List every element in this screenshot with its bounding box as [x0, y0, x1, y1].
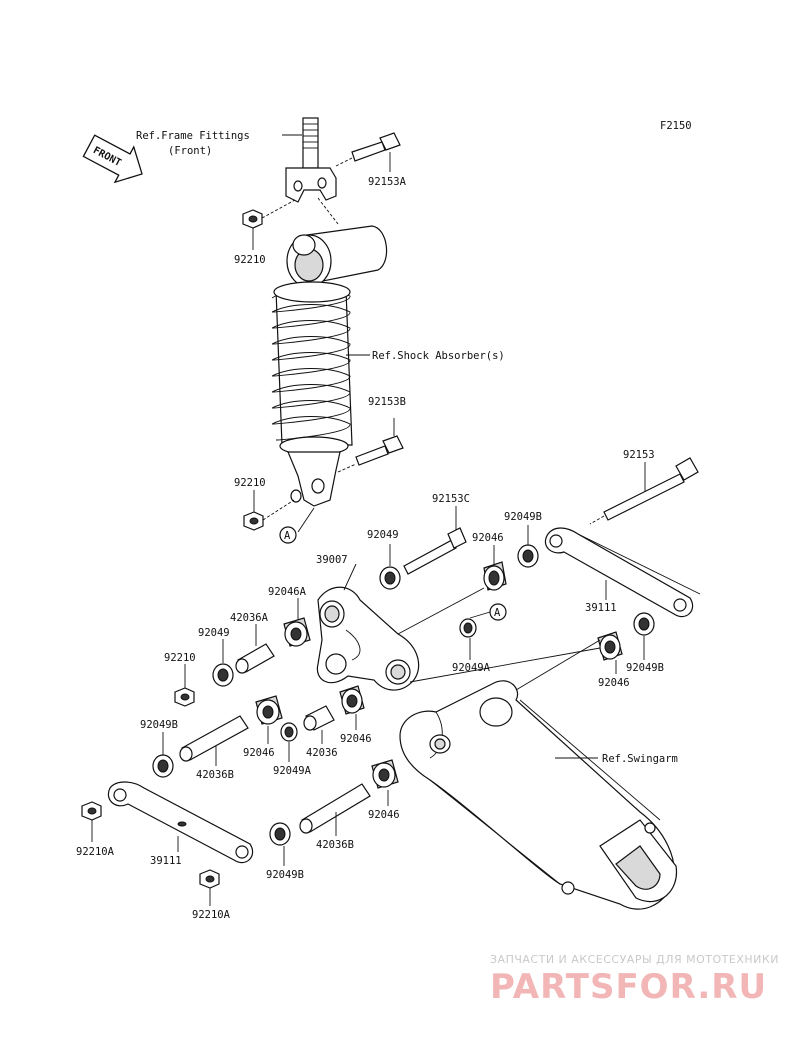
washer-92049A-mid [280, 722, 298, 742]
nut-92210A-left [81, 801, 102, 821]
label-39111-left: 39111 [150, 855, 182, 867]
collar-42036B-low [299, 783, 371, 834]
label-39111-right: 39111 [585, 602, 617, 614]
washer-92049A-right [459, 618, 477, 638]
collar-42036B-left [179, 715, 249, 762]
callout-a-shock: A [284, 530, 291, 542]
bearing-92046A [283, 617, 311, 647]
label-92046-low: 92046 [368, 809, 400, 821]
collar-42036 [303, 705, 335, 731]
label-92210A-low: 92210A [192, 909, 231, 921]
label-42036: 42036 [306, 747, 338, 759]
label-92210-top: 92210 [234, 254, 266, 266]
bearing-92046-a [483, 561, 507, 591]
washer-92049B-left [152, 754, 174, 778]
washer-92049B-low [269, 822, 291, 846]
bearing-92046-mid2 [339, 685, 365, 715]
ref-frame-fittings-sub: (Front) [168, 145, 212, 157]
label-92049B-right: 92049B [626, 662, 664, 674]
washer-92049B-top [517, 544, 539, 568]
label-92210-mid: 92210 [234, 477, 266, 489]
washer-92049B-right [633, 612, 655, 636]
bolt-92153C [403, 527, 467, 575]
label-92049-b: 92049 [198, 627, 230, 639]
label-39007: 39007 [316, 554, 348, 566]
callout-a-rocker: A [494, 607, 501, 619]
label-92153: 92153 [623, 449, 655, 461]
watermark-tagline: ЗАПЧАСТИ И АКСЕССУАРЫ ДЛЯ МОТОТЕХНИКИ [490, 953, 779, 966]
label-92049A-right: 92049A [452, 662, 491, 674]
label-92153C: 92153C [432, 493, 470, 505]
ref-frame-fittings: Ref.Frame Fittings [136, 130, 250, 142]
upper-mount-clevis [285, 117, 337, 203]
nut-92210-mid [243, 499, 295, 531]
label-92210-low: 92210 [164, 652, 196, 664]
nut-92210-low [174, 687, 195, 707]
ref-shock-absorber: Ref.Shock Absorber(s) [372, 350, 505, 362]
diagram-code: F2150 [660, 120, 692, 132]
bolt-92153 [589, 457, 699, 525]
bearing-92046-mid [255, 695, 283, 725]
label-42036B-left: 42036B [196, 769, 234, 781]
label-42036B-low: 42036B [316, 839, 354, 851]
label-92049B-top: 92049B [504, 511, 542, 523]
label-92153B: 92153B [368, 396, 406, 408]
tie-rod-39111-right [544, 527, 701, 618]
front-arrow-icon: FRONT [82, 134, 143, 184]
nut-92210-top [242, 199, 296, 229]
ref-swingarm: Ref.Swingarm [602, 753, 678, 765]
label-92046-mid: 92046 [243, 747, 275, 759]
label-92046A: 92046A [268, 586, 307, 598]
bolt-92153A [335, 132, 401, 167]
label-92049-a: 92049 [367, 529, 399, 541]
washer-92049-b [212, 663, 234, 687]
label-92153A: 92153A [368, 176, 407, 188]
label-92049A-mid: 92049A [273, 765, 312, 777]
collar-42036A [235, 643, 275, 674]
label-92046-a: 92046 [472, 532, 504, 544]
watermark-brand: PARTSFOR.RU [490, 967, 767, 1007]
label-92046-right: 92046 [598, 677, 630, 689]
label-92046-mid2: 92046 [340, 733, 372, 745]
washer-92049-a [379, 566, 401, 590]
label-42036A: 42036A [230, 612, 269, 624]
rocker-arm-39007 [316, 586, 420, 691]
shock-absorber [271, 197, 388, 507]
swingarm [399, 639, 678, 910]
label-92210A-left: 92210A [76, 846, 115, 858]
bearing-92046-right [597, 631, 623, 661]
label-92049B-left: 92049B [140, 719, 178, 731]
bearing-92046-low [371, 759, 399, 789]
bolt-92153B [337, 435, 404, 473]
nut-92210A-low [199, 869, 220, 889]
label-92049B-low: 92049B [266, 869, 304, 881]
tie-rod-39111-left [107, 781, 254, 864]
